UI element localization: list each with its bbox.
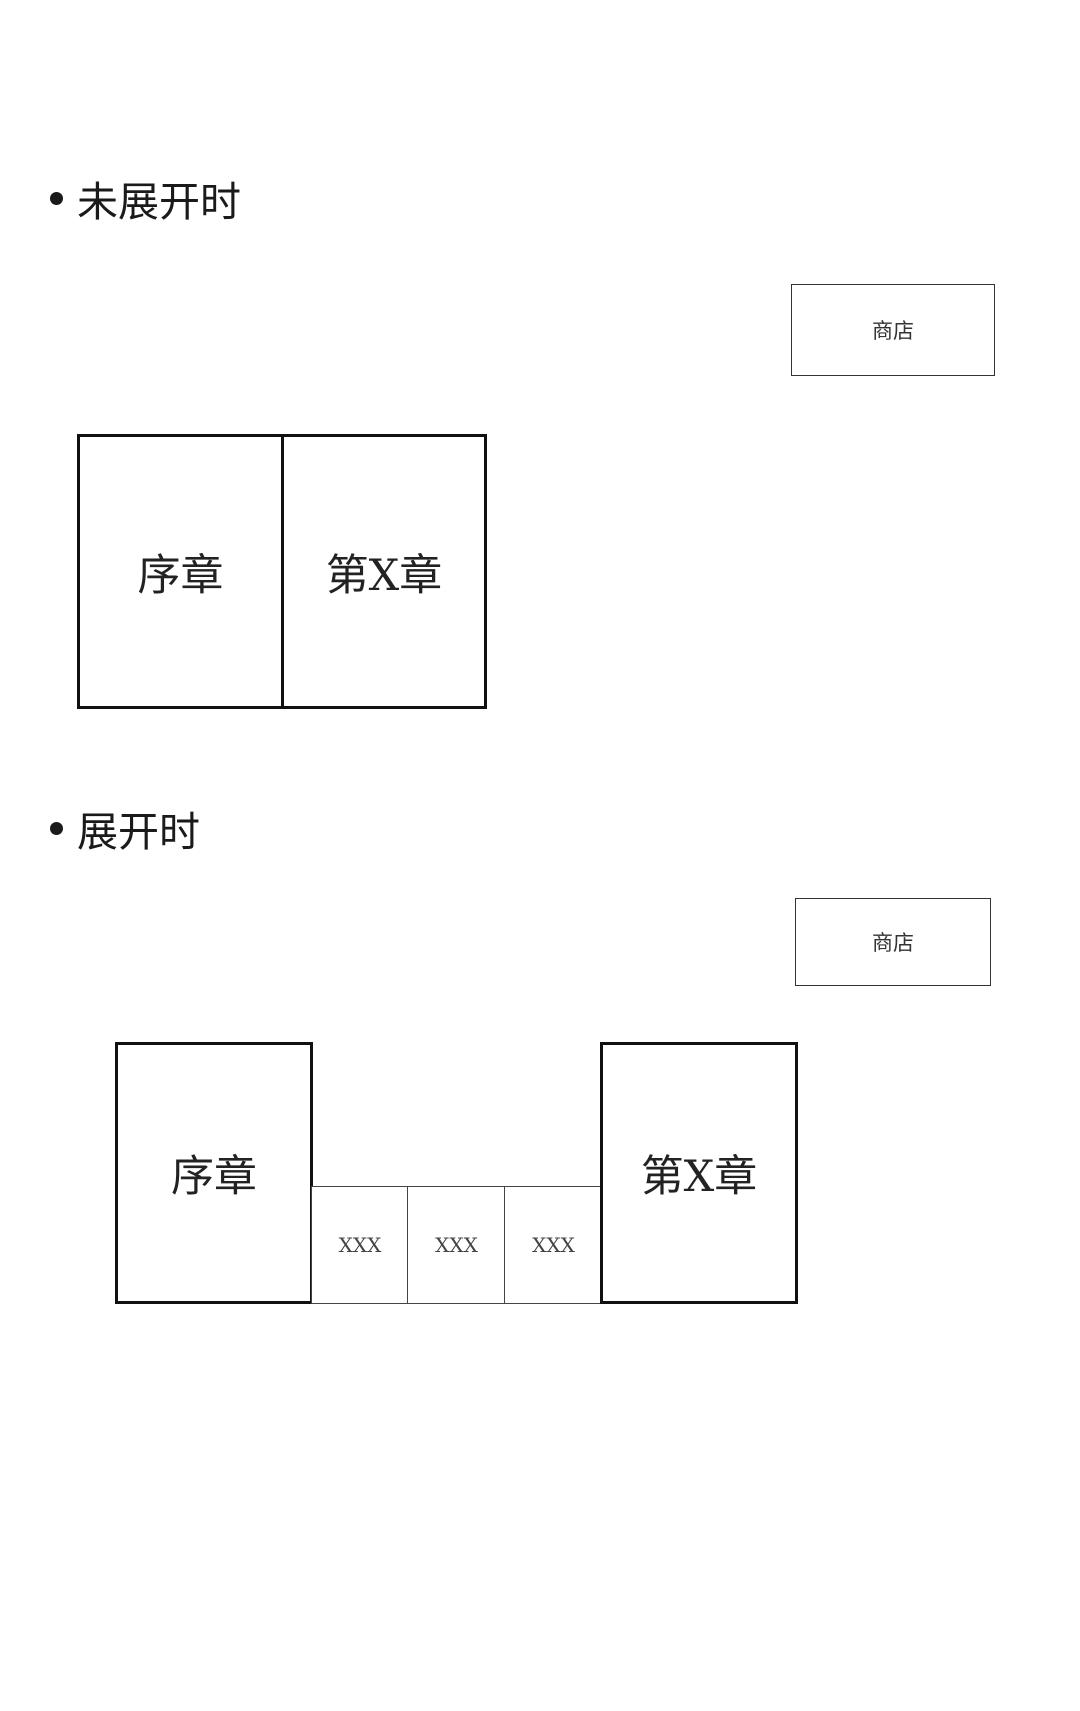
chapter-prologue[interactable]: 序章 bbox=[115, 1042, 313, 1304]
chapter-x[interactable]: 第X章 bbox=[600, 1042, 798, 1304]
bullet-icon bbox=[50, 191, 63, 205]
sub-item-label: XXX bbox=[435, 1233, 478, 1257]
chapter-x-label: 第X章 bbox=[640, 1152, 758, 1202]
chapter-prologue-label: 序章 bbox=[137, 550, 224, 601]
sub-item-label: XXX bbox=[338, 1233, 382, 1257]
sub-item[interactable]: XXX bbox=[407, 1186, 506, 1304]
chapter-x-label: 第X章 bbox=[325, 550, 443, 601]
shop-button-label: 商店 bbox=[872, 931, 914, 955]
bullet-icon bbox=[50, 821, 63, 835]
chapter-prologue-label: 序章 bbox=[171, 1152, 257, 1202]
sub-item[interactable]: XXX bbox=[504, 1186, 603, 1304]
collapsed-heading-text: 未展开时 bbox=[77, 178, 241, 226]
expanded-heading: 展开时 bbox=[50, 798, 200, 858]
chapter-x[interactable]: 第X章 bbox=[281, 434, 487, 709]
shop-button[interactable]: 商店 bbox=[795, 898, 991, 986]
expanded-heading-text: 展开时 bbox=[77, 808, 200, 856]
shop-button-label: 商店 bbox=[872, 319, 914, 343]
sub-item[interactable]: XXX bbox=[311, 1186, 409, 1304]
chapter-prologue[interactable]: 序章 bbox=[77, 434, 284, 709]
sub-item-label: XXX bbox=[532, 1233, 575, 1257]
shop-button[interactable]: 商店 bbox=[791, 284, 995, 376]
collapsed-heading: 未展开时 bbox=[50, 168, 241, 228]
